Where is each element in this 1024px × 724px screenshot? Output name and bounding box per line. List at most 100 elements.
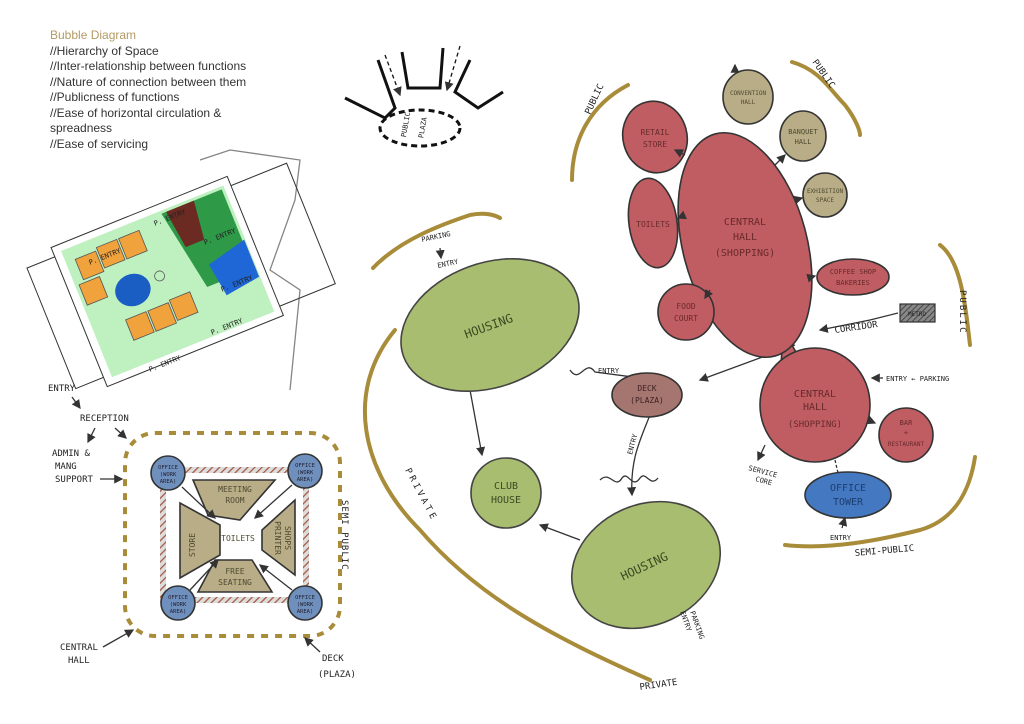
bubble-retail-store[interactable]: RETAIL STORE bbox=[615, 94, 695, 180]
entry-label: ENTRY bbox=[626, 432, 639, 455]
housing-blocks bbox=[74, 229, 199, 341]
bubble-label: BAKERIES bbox=[836, 279, 870, 287]
office-label: (WORK bbox=[170, 602, 187, 608]
central-hall-label: HALL bbox=[68, 656, 90, 666]
note-line: //Nature of connection between them bbox=[50, 74, 247, 89]
bubble-housing-2[interactable]: HOUSING bbox=[551, 478, 741, 652]
bubble-label: HALL bbox=[803, 402, 827, 413]
metro-block[interactable]: METRO bbox=[899, 303, 936, 323]
bubble-label: (PLAZA) bbox=[630, 396, 664, 405]
deck-label: (PLAZA) bbox=[318, 670, 356, 680]
meeting-room-label: MEETING bbox=[218, 485, 252, 494]
bubble-label: STORE bbox=[643, 140, 667, 149]
bubble-label: BAR bbox=[900, 419, 913, 427]
notes-title: Bubble Diagram bbox=[50, 28, 137, 42]
pond bbox=[115, 273, 151, 307]
bubble-label: SPACE bbox=[816, 197, 834, 204]
note-line: //Ease of servicing bbox=[50, 136, 149, 151]
meeting-room-label: ROOM bbox=[225, 496, 244, 505]
bubble-office-tower[interactable]: OFFICE TOWER bbox=[804, 471, 892, 519]
bubble-convention-hall[interactable]: CONVENTION HALL bbox=[722, 69, 774, 125]
free-seating-label: SEATING bbox=[218, 578, 252, 587]
office-label: AREA) bbox=[160, 479, 177, 485]
metro-label: METRO bbox=[908, 311, 926, 318]
bubble-label: DECK bbox=[637, 384, 656, 393]
semi-public-label: SEMI PUBLIC bbox=[339, 500, 349, 571]
bubble-label: CLUB bbox=[494, 481, 518, 492]
office-label: AREA) bbox=[297, 609, 314, 615]
bubble-housing-1[interactable]: HOUSING bbox=[382, 235, 597, 414]
bubble-deck-plaza[interactable]: DECK (PLAZA) bbox=[611, 372, 683, 418]
free-seating-label: FREE bbox=[225, 567, 244, 576]
bubble-label: (SHOPPING) bbox=[788, 420, 842, 430]
bubble-label: RETAIL bbox=[641, 128, 670, 137]
bubble-club-house[interactable]: CLUB HOUSE bbox=[470, 457, 542, 529]
admin-label: ADMIN & bbox=[52, 449, 91, 459]
bubble-toilets[interactable]: TOILETS bbox=[623, 175, 683, 271]
office-label: OFFICE bbox=[168, 595, 188, 601]
public-plaza-outline bbox=[378, 108, 462, 148]
entry-label: ENTRY bbox=[598, 367, 620, 375]
note-line: //Inter-relationship between functions bbox=[50, 59, 247, 73]
note-line: //Hierarchy of Space bbox=[50, 43, 159, 58]
public-label: PUBLIC bbox=[584, 83, 607, 117]
plaza-label: PUBLIC bbox=[400, 112, 412, 138]
printer-shops-label: SHOPS bbox=[283, 526, 292, 550]
office-label: (WORK bbox=[297, 470, 314, 476]
bubble-label: CENTRAL bbox=[724, 217, 766, 228]
deck-label: DECK bbox=[322, 654, 344, 664]
semi-public-label: SEMI-PUBLIC bbox=[854, 544, 914, 559]
bubble-label: + bbox=[904, 429, 908, 437]
entry-parking-label: ENTRY ← PARKING bbox=[886, 375, 949, 383]
corridor-ring bbox=[160, 467, 309, 603]
bubble-label: (SHOPPING) bbox=[715, 248, 775, 259]
office-label: (WORK bbox=[160, 472, 177, 478]
bubble-label: TOILETS bbox=[636, 220, 670, 229]
toilets-label: TOILETS bbox=[221, 534, 255, 543]
office-label: OFFICE bbox=[295, 463, 315, 469]
zone-boundaries bbox=[363, 60, 977, 682]
office-label: AREA) bbox=[297, 477, 314, 483]
bubble-label: TOWER bbox=[833, 497, 864, 508]
office-cluster: MEETING ROOM STORE PRINTER SHOPS FREE SE… bbox=[48, 384, 356, 680]
note-line: //Ease of horizontal circulation & bbox=[50, 105, 222, 120]
note-line: spreadness bbox=[50, 121, 113, 135]
bubble-food-court[interactable]: FOOD COURT bbox=[657, 283, 715, 341]
bubble-label: CONVENTION bbox=[730, 90, 767, 97]
bubble-exhibition-space[interactable]: EXHIBITION SPACE bbox=[802, 172, 848, 218]
bubble-label: HALL bbox=[733, 232, 757, 243]
entry-label: ENTRY bbox=[437, 258, 460, 270]
corridor-label: CORRIDOR bbox=[834, 320, 879, 336]
admin-label: SUPPORT bbox=[55, 475, 94, 485]
bubble-banquet-hall[interactable]: BANQUET HALL bbox=[779, 110, 827, 162]
bubble-label: HALL bbox=[795, 138, 812, 146]
central-hall-label: CENTRAL bbox=[60, 643, 98, 653]
office-label: OFFICE bbox=[158, 465, 178, 471]
notes-block: Bubble Diagram //Hierarchy of Space //In… bbox=[50, 28, 246, 152]
office-label: OFFICE bbox=[295, 595, 315, 601]
store-label: STORE bbox=[188, 533, 197, 557]
note-line: //Publicness of functions bbox=[50, 90, 180, 104]
bubble-coffee-shop[interactable]: COFFEE SHOP BAKERIES bbox=[816, 258, 890, 296]
bubble-label: EXHIBITION bbox=[807, 188, 844, 195]
site-plan bbox=[26, 162, 336, 390]
office-work-area bbox=[150, 453, 323, 621]
bubble-bar-restaurant[interactable]: BAR + RESTAURANT bbox=[878, 407, 934, 463]
reception-label: RECEPTION bbox=[80, 414, 129, 424]
printer-shops-label: PRINTER bbox=[273, 521, 282, 555]
bubble-label: COFFEE SHOP bbox=[830, 268, 876, 276]
bubble-label: BANQUET bbox=[788, 128, 818, 136]
private-label: PRIVATE bbox=[639, 678, 678, 693]
office-label: (WORK bbox=[297, 602, 314, 608]
public-plaza-sketch: PUBLIC PLAZA bbox=[344, 45, 504, 148]
entry-label: ENTRY bbox=[830, 534, 852, 542]
public-label: PUBLIC bbox=[957, 290, 967, 335]
office-label: AREA) bbox=[170, 609, 187, 615]
bubble-central-hall-2[interactable]: CENTRAL HALL (SHOPPING) bbox=[759, 347, 871, 463]
bubble-label: HALL bbox=[741, 99, 756, 106]
bubble-label: CENTRAL bbox=[794, 389, 836, 400]
bubble-label: COURT bbox=[674, 314, 698, 323]
plaza-label: PLAZA bbox=[417, 116, 429, 139]
bubble-label: RESTAURANT bbox=[888, 441, 925, 448]
